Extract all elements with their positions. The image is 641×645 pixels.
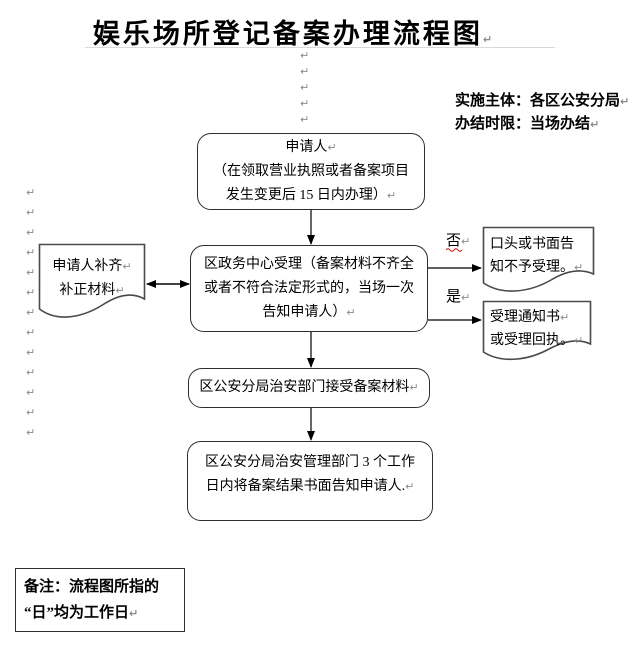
node-police-inform: 区公安分局治安管理部门 3 个工作 日内将备案结果书面告知申请人.↵ (187, 441, 433, 521)
return-mark: ↵ (26, 226, 36, 239)
return-mark: ↵ (482, 33, 496, 46)
note-line: 备注：流程图所指的 (24, 579, 160, 595)
title-underline (85, 47, 555, 48)
return-mark: ↵ (560, 311, 570, 324)
node-police-receive: 区公安分局治安部门接受备案材料↵ (188, 368, 430, 408)
return-mark: ↵ (26, 246, 36, 259)
implementation-info: 实施主体：各区公安分局↵ 办结时限：当场办结↵ (455, 90, 629, 136)
label-no: 否↵ (446, 229, 470, 252)
implementer-line: 实施主体：各区公安分局↵ (455, 93, 630, 109)
return-mark: ↵ (574, 334, 584, 347)
document-shape (482, 226, 595, 298)
node-text: 口头或书面告 知不予受理。↵ (482, 226, 595, 279)
node-text-line: 申请人补齐↵ (52, 259, 132, 274)
return-mark: ↵ (122, 260, 132, 273)
node-accept-notice-doc: 受理通知书↵ 或受理回执。↵ (482, 300, 592, 366)
node-text: 受理通知书↵ 或受理回执。↵ (482, 300, 592, 352)
return-mark: ↵ (386, 188, 397, 202)
return-mark: ↵ (590, 118, 600, 131)
return-mark: ↵ (26, 206, 36, 219)
return-mark: ↵ (26, 366, 36, 379)
node-text-line: 日内将备案结果书面告知申请人.↵ (205, 479, 415, 494)
return-mark: ↵ (300, 81, 310, 94)
page-title: 娱乐场所登记备案办理流程图↵ (92, 19, 496, 49)
return-mark: ↵ (26, 326, 36, 339)
return-mark: ↵ (409, 381, 419, 394)
return-mark: ↵ (346, 305, 356, 319)
return-mark: ↵ (26, 386, 36, 399)
return-mark: ↵ (405, 480, 415, 493)
return-mark: ↵ (26, 266, 36, 279)
node-reject-notice-doc: 口头或书面告 知不予受理。↵ (482, 226, 595, 298)
paragraph-marks-left: ↵ ↵ ↵ ↵ ↵ ↵ ↵ ↵ ↵ ↵ ↵ ↵ ↵ (26, 183, 35, 443)
node-text-line: 发生变更后 15 日内办理）↵ (225, 187, 397, 203)
return-mark: ↵ (26, 186, 36, 199)
node-text-line: 受理通知书↵ (490, 310, 570, 325)
node-text-line: （在领取营业执照或者备案项目 (213, 163, 409, 179)
node-text: 申请人补齐↵ 补正材料↵ (38, 243, 146, 303)
node-applicant: 申请人↵ （在领取营业执照或者备案项目 发生变更后 15 日内办理）↵ (197, 133, 425, 210)
label-yes: 是↵ (446, 289, 471, 305)
return-mark: ↵ (115, 284, 125, 297)
node-text-line: 区公安分局治安管理部门 3 个工作 (205, 455, 415, 470)
return-mark: ↵ (26, 406, 36, 419)
time-limit-line: 办结时限：当场办结↵ (455, 116, 600, 132)
node-supplement-doc: 申请人补齐↵ 补正材料↵ (38, 243, 146, 325)
note-box: 备注：流程图所指的 “日”均为工作日↵ (15, 568, 185, 632)
node-text-line: 区公安分局治安部门接受备案材料↵ (199, 380, 419, 395)
node-text-line: 申请人↵ (285, 139, 337, 155)
node-text-line: 补正材料↵ (59, 283, 125, 298)
node-text-line: 区政务中心受理（备案材料不齐全 (204, 256, 414, 272)
return-mark: ↵ (26, 426, 36, 439)
return-mark: ↵ (327, 140, 337, 154)
return-mark: ↵ (26, 286, 36, 299)
return-mark: ↵ (129, 607, 139, 620)
document-shape (38, 243, 146, 325)
note-line: “日”均为工作日↵ (24, 605, 139, 621)
return-mark: ↵ (300, 49, 310, 62)
return-mark: ↵ (26, 346, 36, 359)
node-text-line: 或受理回执。↵ (490, 333, 584, 348)
paragraph-marks-center: ↵ ↵ ↵ ↵ ↵ (300, 48, 309, 128)
node-text-line: 知不予受理。↵ (490, 260, 584, 275)
return-mark: ↵ (300, 97, 310, 110)
return-mark: ↵ (300, 65, 310, 78)
return-mark: ↵ (300, 113, 310, 126)
return-mark: ↵ (26, 306, 36, 319)
return-mark: ↵ (461, 235, 471, 248)
node-center-accept: 区政务中心受理（备案材料不齐全 或者不符合法定形式的，当场一次 告知申请人）↵ (190, 245, 428, 332)
return-mark: ↵ (574, 261, 584, 274)
node-text-line: 告知申请人）↵ (262, 304, 356, 320)
return-mark: ↵ (620, 95, 630, 108)
document-shape (482, 300, 592, 366)
node-text-line: 口头或书面告 (490, 237, 574, 252)
node-text-line: 或者不符合法定形式的，当场一次 (204, 280, 414, 296)
spellcheck-squiggle (446, 248, 463, 252)
return-mark: ↵ (461, 291, 471, 304)
